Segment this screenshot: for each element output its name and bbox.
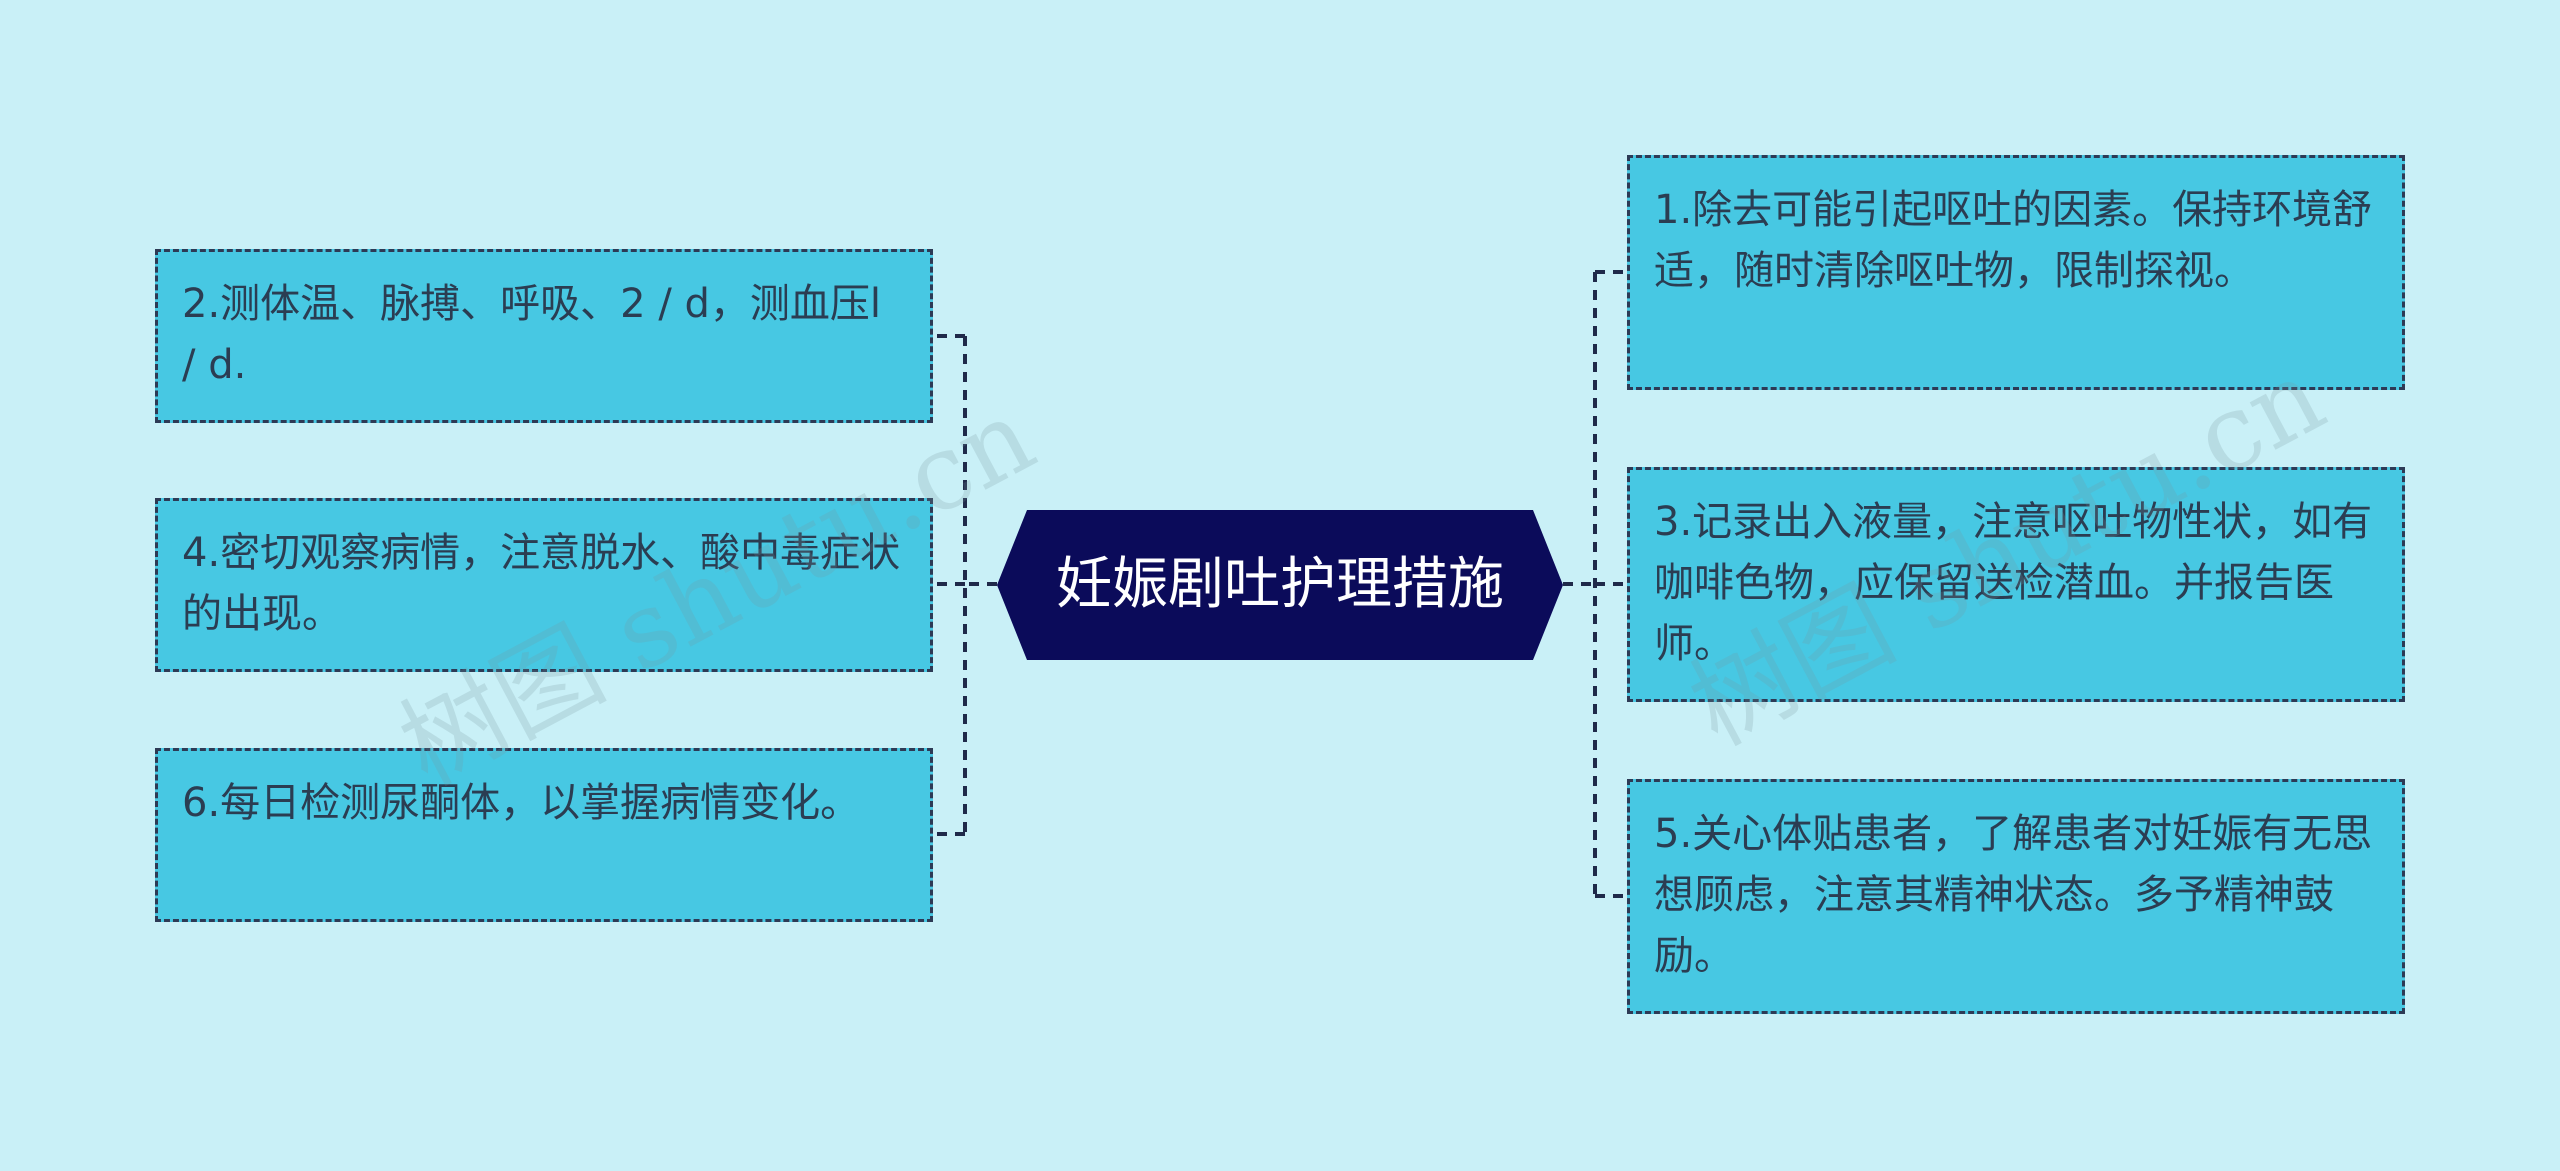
topic-text: 5.关心体贴患者，了解患者对妊娠有无思想顾虑，注意其精神状态。多予精神鼓励。 [1654, 811, 2373, 979]
central-topic[interactable]: 妊娠剧吐护理措施 [997, 510, 1563, 660]
topic-text: 1.除去可能引起呕吐的因素。保持环境舒适，随时清除呕吐物，限制探视。 [1654, 187, 2373, 294]
topic-node-left-2[interactable]: 4.密切观察病情，注意脱水、酸中毒症状的出现。 [155, 498, 933, 672]
topic-node-left-3[interactable]: 6.每日检测尿酮体，以掌握病情变化。 [155, 748, 933, 922]
topic-text: 3.记录出入液量，注意呕吐物性状，如有咖啡色物，应保留送检潜血。并报告医师。 [1654, 499, 2373, 667]
topic-node-left-1[interactable]: 2.测体温、脉搏、呼吸、2 / d，测血压l / d. [155, 249, 933, 423]
topic-text: 6.每日检测尿酮体，以掌握病情变化。 [182, 780, 861, 826]
central-topic-shape [997, 510, 1563, 660]
topic-node-right-1[interactable]: 1.除去可能引起呕吐的因素。保持环境舒适，随时清除呕吐物，限制探视。 [1627, 155, 2405, 390]
topic-node-right-2[interactable]: 3.记录出入液量，注意呕吐物性状，如有咖啡色物，应保留送检潜血。并报告医师。 [1627, 467, 2405, 702]
topic-text: 4.密切观察病情，注意脱水、酸中毒症状的出现。 [182, 530, 901, 637]
topic-node-right-3[interactable]: 5.关心体贴患者，了解患者对妊娠有无思想顾虑，注意其精神状态。多予精神鼓励。 [1627, 779, 2405, 1014]
topic-text: 2.测体温、脉搏、呼吸、2 / d，测血压l / d. [182, 281, 882, 388]
central-topic-title: 妊娠剧吐护理措施 [1056, 552, 1504, 617]
